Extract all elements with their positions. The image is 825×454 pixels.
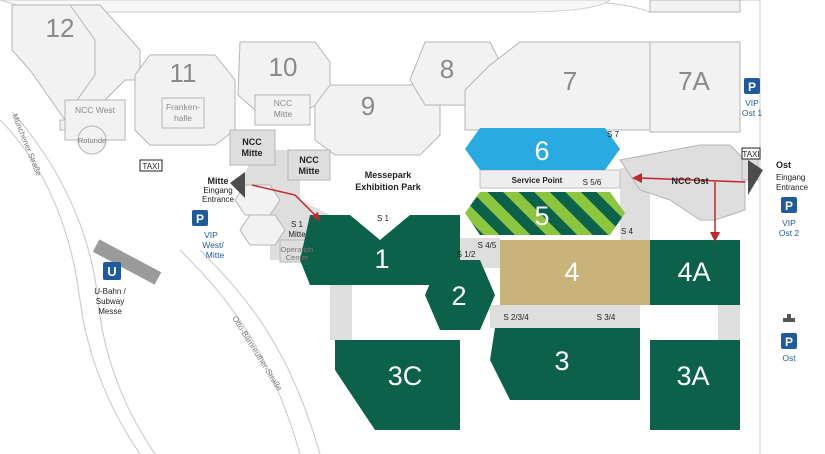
service-point-label: Service Point bbox=[512, 176, 563, 185]
messepark-label-2: Exhibition Park bbox=[355, 182, 422, 192]
passage-s1-mitte-2: Mitte bbox=[288, 230, 306, 239]
taxi-icon-west bbox=[139, 159, 163, 172]
mitte-route-arrow bbox=[251, 184, 319, 219]
passage-s1-mitte-1: S 1 bbox=[291, 220, 304, 229]
parking-symbol: P bbox=[748, 80, 756, 94]
hall-4a-building[interactable] bbox=[650, 240, 740, 305]
taxi-icon-ost bbox=[741, 147, 761, 160]
parking-symbol: P bbox=[785, 335, 793, 349]
ncc-west-building bbox=[64, 99, 126, 141]
hall-4a-label: 4A bbox=[677, 257, 710, 287]
ncc-mitte-entr-label-2: Mitte bbox=[242, 148, 263, 158]
vip-west-label-3: Mitte bbox=[206, 250, 225, 260]
hall-3a-label: 3A bbox=[676, 361, 709, 391]
ncc-mitte-entrance-building bbox=[229, 129, 276, 166]
passage-s234: S 2/3/4 bbox=[503, 313, 529, 322]
passage-s45: S 4/5 bbox=[478, 241, 497, 250]
passage-s12: S 1/2 bbox=[457, 250, 476, 259]
otto-baernreuther-strasse-label: Otto-Bärnreuther-Straße bbox=[230, 314, 284, 393]
operation-center-label-2: Center bbox=[286, 253, 309, 262]
hall-5-label: 5 bbox=[534, 201, 549, 231]
mitte-entrance-en: Entrance bbox=[202, 195, 235, 204]
passage-s4: S 4 bbox=[621, 227, 634, 236]
taxi-label: TAXI bbox=[742, 150, 759, 159]
ncc-mitte-label-2: Mitte bbox=[274, 109, 293, 119]
parking-symbol: P bbox=[785, 199, 793, 213]
hall-1-building[interactable] bbox=[300, 215, 460, 285]
hall-7-label: 7 bbox=[563, 66, 577, 96]
hall-7a-building bbox=[649, 41, 741, 133]
vip-west-label-1: VIP bbox=[204, 230, 218, 240]
vip-west-label-2: West/ bbox=[202, 240, 224, 250]
hall-2-building[interactable] bbox=[425, 260, 495, 330]
frankenhalle-building bbox=[161, 97, 205, 129]
hall-6-building[interactable] bbox=[465, 128, 620, 170]
frankenhalle-label-1: Franken- bbox=[166, 102, 200, 112]
messepark-label-1: Messepark bbox=[365, 170, 413, 180]
hall-4-building[interactable] bbox=[500, 240, 650, 305]
rotunde-label: Rotunde bbox=[78, 136, 106, 145]
passage-s34: S 3/4 bbox=[597, 313, 616, 322]
mitte-entrance-de: Eingang bbox=[203, 186, 232, 195]
hall-11-label: 11 bbox=[170, 58, 197, 88]
vip-ost2-label-2: Ost 2 bbox=[779, 228, 800, 238]
ost-entrance-en: Entrance bbox=[776, 183, 809, 192]
hall-6-label: 6 bbox=[534, 136, 549, 166]
taxi-label: TAXI bbox=[142, 162, 159, 171]
subway-platform bbox=[92, 239, 162, 285]
passage-s56: S 5/6 bbox=[583, 178, 602, 187]
ncc-mitte-box bbox=[287, 149, 331, 181]
frankenhalle-label-2: halle bbox=[174, 113, 192, 123]
vip-ost2-label-1: VIP bbox=[782, 218, 796, 228]
parking-icon-vip-ost1[interactable] bbox=[744, 78, 760, 94]
parking-icon-vip-west[interactable] bbox=[192, 210, 208, 226]
mitte-entrance-marker bbox=[230, 172, 245, 198]
hall-3-label: 3 bbox=[554, 346, 569, 376]
hall-10-label: 10 bbox=[269, 52, 298, 82]
operation-center-label-1: Operation bbox=[281, 245, 314, 254]
ost-route-arrow bbox=[639, 177, 746, 183]
ubahn-label-2: Subway bbox=[96, 297, 124, 306]
parking-icon-vip-ost2[interactable] bbox=[781, 197, 797, 213]
subway-icon[interactable] bbox=[103, 262, 121, 280]
ost-entrance-label: Ost bbox=[776, 160, 791, 170]
subway-symbol: U bbox=[107, 264, 116, 279]
ncc-mitte-building bbox=[254, 94, 311, 126]
rotunde-building bbox=[77, 125, 107, 155]
ncc-west-label: NCC West bbox=[75, 105, 116, 115]
hall-3a-building[interactable] bbox=[650, 340, 740, 430]
hall-3-building[interactable] bbox=[490, 328, 640, 400]
hall-4-label: 4 bbox=[564, 257, 579, 287]
hall-12-label: 12 bbox=[46, 13, 75, 43]
ost-entrance-marker bbox=[748, 160, 763, 195]
ncc-mitte-entr-label-1: NCC bbox=[242, 137, 262, 147]
ncc-ost-building bbox=[619, 144, 746, 221]
mitte-entrance-label: Mitte bbox=[208, 176, 229, 186]
hall-8-label: 8 bbox=[440, 54, 454, 84]
ost-entrance-de: Eingang bbox=[776, 173, 805, 182]
hall-7a-label: 7A bbox=[678, 66, 710, 96]
vip-ost1-label-1: VIP bbox=[745, 98, 759, 108]
passage-s7: S 7 bbox=[607, 130, 620, 139]
parking-icon-ost[interactable] bbox=[781, 333, 797, 349]
hall-5-building[interactable] bbox=[465, 192, 625, 235]
hall-3c-label: 3C bbox=[388, 361, 423, 391]
ubahn-label-3: Messe bbox=[98, 307, 122, 316]
ncc-ost-label: NCC Ost bbox=[671, 176, 708, 186]
parking-ost-label: Ost bbox=[782, 353, 796, 363]
hall-2-label: 2 bbox=[451, 281, 466, 311]
hall-12-building bbox=[11, 4, 141, 121]
stairs-icon bbox=[783, 314, 795, 322]
hall-3c-building[interactable] bbox=[335, 340, 460, 430]
hall-1-label: 1 bbox=[374, 244, 389, 274]
ncc-mitte-label-1: NCC bbox=[274, 98, 292, 108]
ncc-mitte-box-label-1: NCC bbox=[299, 155, 319, 165]
vip-ost1-label-2: Ost 1 bbox=[742, 108, 763, 118]
ubahn-label-1: U-Bahn / bbox=[94, 287, 126, 296]
passage-s1: S 1 bbox=[377, 214, 390, 223]
ncc-mitte-box-label-2: Mitte bbox=[299, 166, 320, 176]
hall-9-label: 9 bbox=[361, 91, 375, 121]
parking-symbol: P bbox=[196, 212, 204, 226]
